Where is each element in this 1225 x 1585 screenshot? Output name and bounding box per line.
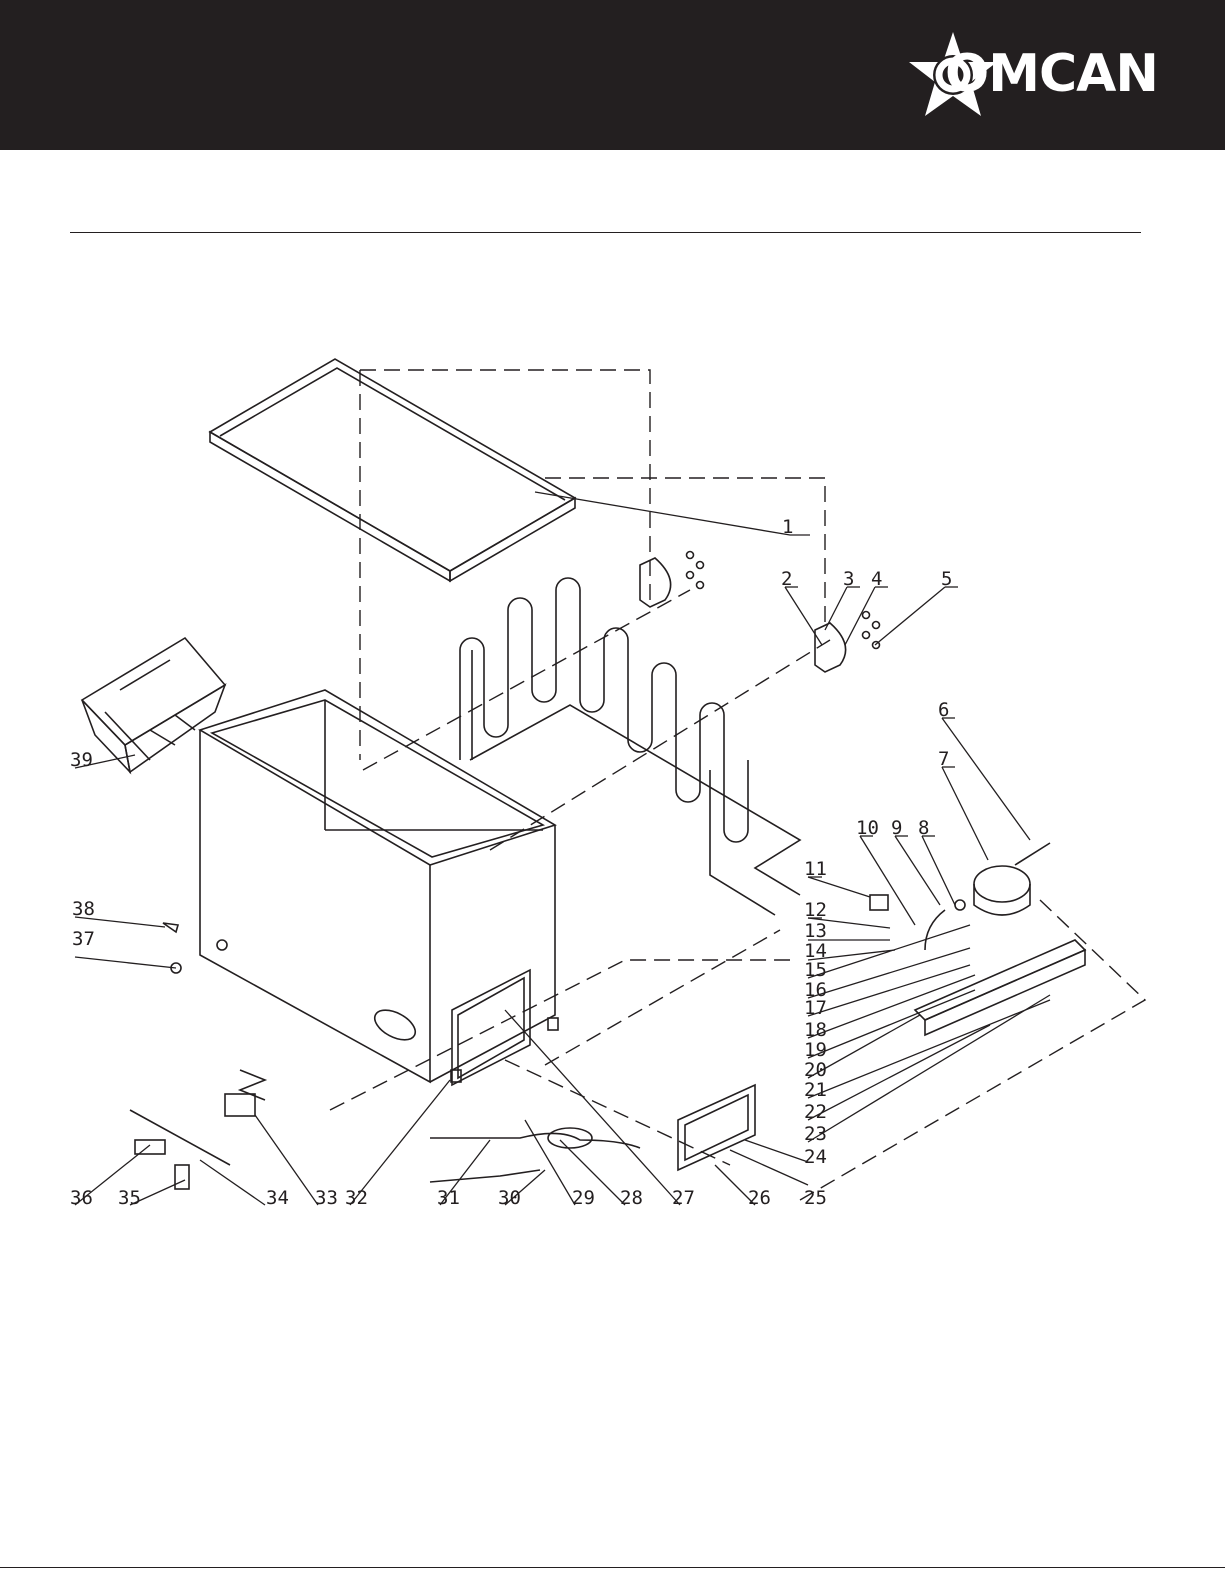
callout-38: 38 — [72, 898, 95, 920]
callout-27: 27 — [672, 1187, 695, 1209]
callout-18: 18 — [804, 1019, 827, 1041]
callout-22: 22 — [804, 1101, 827, 1123]
callout-36: 36 — [70, 1187, 93, 1209]
callout-28: 28 — [620, 1187, 643, 1209]
small-parts — [163, 923, 558, 1082]
page-header: OMCAN — [0, 0, 1225, 150]
callout-11: 11 — [804, 858, 827, 880]
exploded-parts-diagram: 1 2 3 4 5 6 7 8 9 10 11 12 13 14 15 16 1… — [0, 330, 1225, 1230]
callout-30: 30 — [498, 1187, 521, 1209]
callout-20: 20 — [804, 1059, 827, 1081]
top-divider — [70, 232, 1141, 233]
callout-33: 33 — [315, 1187, 338, 1209]
wire-basket — [82, 638, 225, 772]
callout-17: 17 — [804, 997, 827, 1019]
callout-21: 21 — [804, 1079, 827, 1101]
callout-3: 3 — [843, 568, 854, 590]
thermostat-assembly — [130, 1070, 265, 1189]
callout-35: 35 — [118, 1187, 141, 1209]
callout-37: 37 — [72, 928, 95, 950]
callout-24: 24 — [804, 1146, 827, 1168]
brand-wordmark: OMCAN — [945, 48, 1158, 100]
callout-10: 10 — [856, 817, 879, 839]
callout-4: 4 — [871, 568, 882, 590]
callout-19: 19 — [804, 1039, 827, 1061]
callout-1: 1 — [782, 516, 793, 538]
compressor-assembly — [870, 843, 1085, 1035]
callout-12: 12 — [804, 899, 827, 921]
callout-15: 15 — [804, 959, 827, 981]
callout-5: 5 — [941, 568, 952, 590]
callout-29: 29 — [572, 1187, 595, 1209]
callout-13: 13 — [804, 920, 827, 942]
callout-25: 25 — [804, 1187, 827, 1209]
callout-labels: 1 2 3 4 5 6 7 8 9 10 11 12 13 14 15 16 1… — [70, 516, 952, 1209]
callout-39: 39 — [70, 749, 93, 771]
callout-32: 32 — [345, 1187, 368, 1209]
freezer-cabinet — [200, 690, 555, 1085]
leader-lines — [75, 492, 1050, 1205]
callout-8: 8 — [918, 817, 929, 839]
chest-lid — [210, 359, 575, 581]
callout-23: 23 — [804, 1123, 827, 1145]
evaporator-coil — [460, 578, 800, 915]
callout-34: 34 — [266, 1187, 289, 1209]
ventilation-grille — [678, 1085, 755, 1170]
bottom-divider — [0, 1567, 1225, 1568]
callout-7: 7 — [938, 748, 949, 770]
callout-2: 2 — [781, 568, 792, 590]
callout-26: 26 — [748, 1187, 771, 1209]
callout-6: 6 — [938, 699, 949, 721]
callout-31: 31 — [437, 1187, 460, 1209]
callout-9: 9 — [891, 817, 902, 839]
